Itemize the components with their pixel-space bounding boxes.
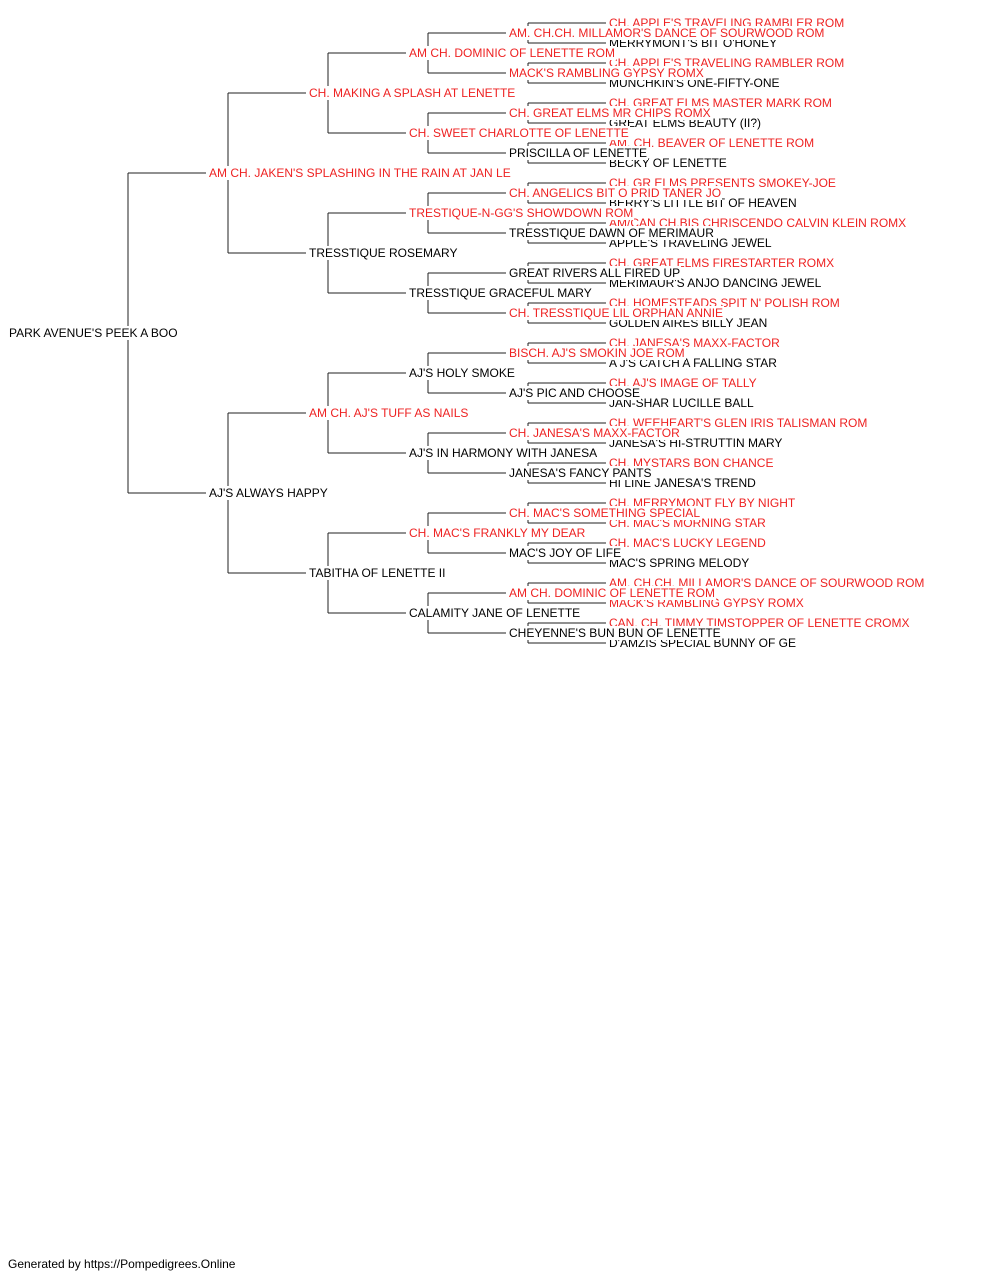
generated-by-footer: Generated by https://Pompedigrees.Online [8,1257,236,1271]
dog-dam-sire-dam-sire[interactable]: CH. JANESA'S MAXX-FACTOR [508,426,681,440]
dog-sire-dam[interactable]: TRESSTIQUE ROSEMARY [308,246,459,260]
dog-dam-sire[interactable]: AM CH. AJ'S TUFF AS NAILS [308,406,470,420]
dog-sire-dam-sire[interactable]: TRESTIQUE-N-GG'S SHOWDOWN ROM [408,206,635,220]
dog-dam-dam-dam-dam[interactable]: CHEYENNE'S BUN BUN OF LENETTE [508,626,722,640]
dog-dam-sire-sire-dam-sire[interactable]: CH. AJ'S IMAGE OF TALLY [608,376,758,390]
dog-dam-sire-sire-dam-dam[interactable]: JAN-SHAR LUCILLE BALL [608,396,755,410]
dog-dam-dam-sire-dam-sire[interactable]: CH. MAC'S LUCKY LEGEND [608,536,767,550]
dog-dam-sire-dam[interactable]: AJ'S IN HARMONY WITH JANESA [408,446,599,460]
dog-dam-dam-sire[interactable]: CH. MAC'S FRANKLY MY DEAR [408,526,587,540]
dog-sire-sire-sire-sire[interactable]: AM. CH.CH. MILLAMOR'S DANCE OF SOURWOOD … [508,26,826,40]
dog[interactable]: PARK AVENUE'S PEEK A BOO [8,326,179,340]
dog-dam-dam-sire-dam-dam[interactable]: MAC'S SPRING MELODY [608,556,751,570]
dog-sire-sire-dam-sire[interactable]: CH. GREAT ELMS MR CHIPS ROMX [508,106,712,120]
dog-dam-sire-sire[interactable]: AJ'S HOLY SMOKE [408,366,516,380]
dog-dam[interactable]: AJ'S ALWAYS HAPPY [208,486,329,500]
dog-sire-sire-sire[interactable]: AM CH. DOMINIC OF LENETTE ROM [408,46,617,60]
dog-sire-dam-dam-dam[interactable]: CH. TRESSTIQUE LIL ORPHAN ANNIE [508,306,725,320]
dog-dam-sire-dam-dam[interactable]: JANESA'S FANCY PANTS [508,466,653,480]
dog-dam-dam-dam-sire[interactable]: AM CH. DOMINIC OF LENETTE ROM [508,586,717,600]
dog-dam-dam-sire-sire[interactable]: CH. MAC'S SOMETHING SPECIAL [508,506,701,520]
dog-sire[interactable]: AM CH. JAKEN'S SPLASHING IN THE RAIN AT … [208,166,512,180]
dog-sire-dam-sire-dam[interactable]: TRESSTIQUE DAWN OF MERIMAUR [508,226,715,240]
dog-dam-dam-sire-dam[interactable]: MAC'S JOY OF LIFE [508,546,623,560]
dog-sire-sire-dam[interactable]: CH. SWEET CHARLOTTE OF LENETTE [408,126,630,140]
dog-sire-dam-dam-sire[interactable]: GREAT RIVERS ALL FIRED UP [508,266,682,280]
dog-sire-sire-dam-dam-sire[interactable]: AM. CH. BEAVER OF LENETTE ROM [608,136,816,150]
dog-dam-dam-dam[interactable]: CALAMITY JANE OF LENETTE [408,606,582,620]
dog-dam-sire-sire-sire[interactable]: BISCH. AJ'S SMOKIN JOE ROM [508,346,686,360]
dog-sire-sire[interactable]: CH. MAKING A SPLASH AT LENETTE [308,86,517,100]
dog-dam-sire-sire-dam[interactable]: AJ'S PIC AND CHOOSE [508,386,641,400]
dog-sire-dam-dam[interactable]: TRESSTIQUE GRACEFUL MARY [408,286,593,300]
dog-dam-dam[interactable]: TABITHA OF LENETTE II [308,566,447,580]
dog-sire-dam-sire-sire[interactable]: CH. ANGELICS BIT O PRID TANER JO [508,186,723,200]
dog-sire-sire-sire-dam[interactable]: MACK'S RAMBLING GYPSY ROMX [508,66,705,80]
dog-sire-sire-dam-dam[interactable]: PRISCILLA OF LENETTE [508,146,649,160]
